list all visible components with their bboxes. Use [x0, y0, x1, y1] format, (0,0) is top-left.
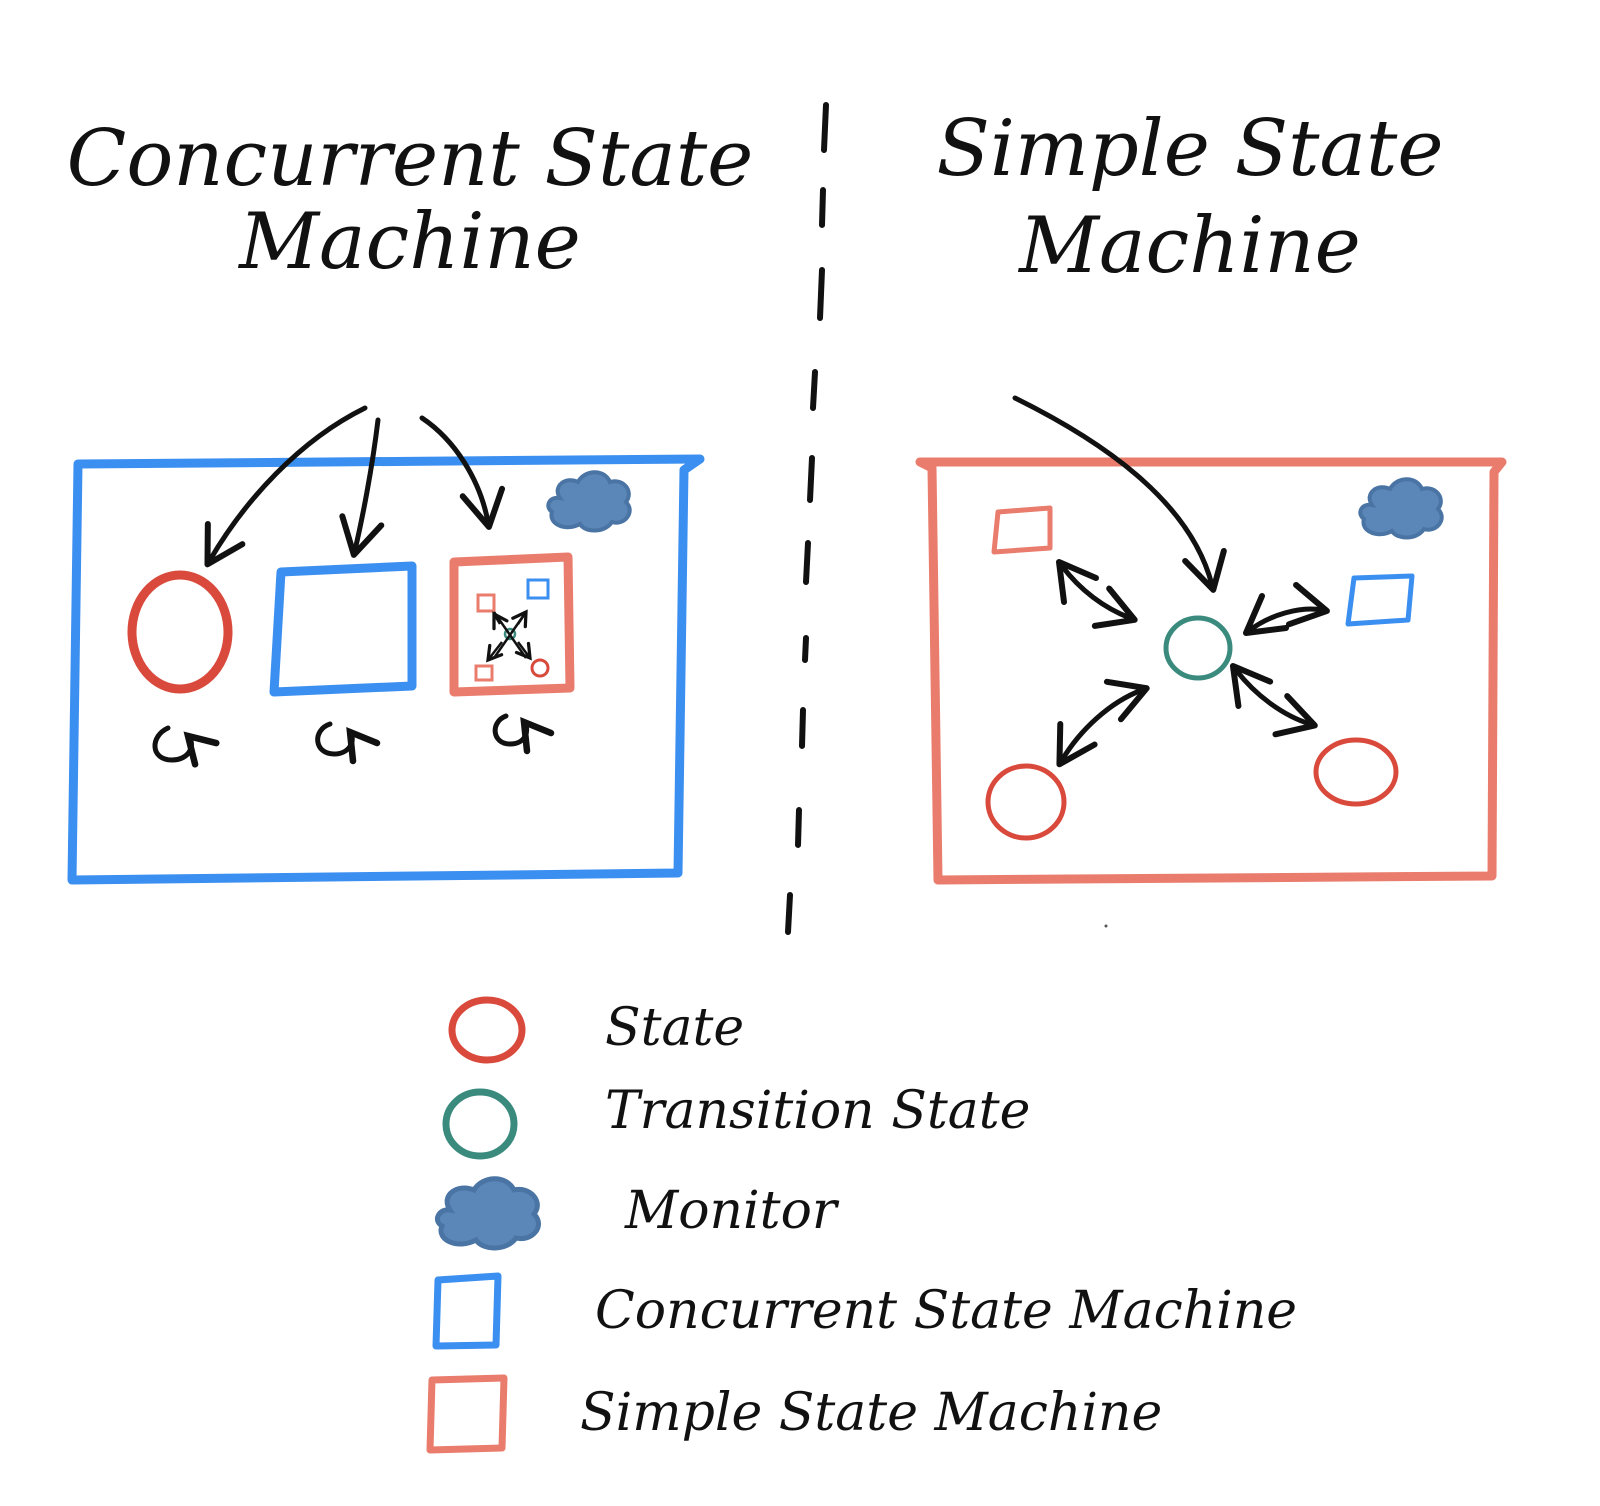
left-title-line1: Concurrent State	[67, 114, 754, 204]
ink-dot	[1104, 924, 1108, 928]
concurrent-machine-frame	[67, 454, 705, 885]
concurrent-entry-arrow-2	[339, 417, 385, 558]
simple-entry-arrow	[1012, 395, 1227, 593]
legend-label-concurrent-state-machine: Concurrent State Machine	[595, 1281, 1297, 1341]
loop-icon	[152, 725, 220, 768]
simple-state-machine-panel	[915, 395, 1507, 928]
concurrent-sub-machine	[269, 561, 417, 697]
legend: State Transition State Monitor Concurren…	[426, 996, 1297, 1454]
bidirectional-transition-arrow	[1056, 678, 1150, 768]
monitor-cloud-icon	[546, 470, 632, 533]
concurrent-entry-arrow-1	[204, 405, 368, 568]
simple-machine-frame	[915, 457, 1507, 885]
dashed-divider	[785, 102, 829, 935]
concurrent-sub-machine-square	[1345, 573, 1415, 627]
state-circle	[127, 570, 233, 694]
loop-icon	[315, 721, 381, 765]
simple-state-machine-square-icon	[426, 1374, 508, 1454]
legend-label-state: State	[605, 998, 744, 1058]
legend-label-monitor: Monitor	[624, 1181, 840, 1241]
legend-label-simple-state-machine: Simple State Machine	[580, 1383, 1162, 1443]
monitor-cloud-icon	[435, 1176, 541, 1251]
concurrent-entry-arrow-3	[419, 415, 506, 530]
concurrent-state-machine-panel	[67, 405, 705, 885]
right-title-line1: Simple State	[937, 104, 1444, 194]
state-circle-icon	[448, 996, 526, 1064]
state-circle	[1313, 737, 1399, 807]
simple-sub-machine	[449, 552, 575, 697]
monitor-cloud-icon	[1358, 477, 1444, 540]
bidirectional-transition-arrow	[1229, 663, 1318, 738]
state-circle	[985, 763, 1067, 841]
left-title-line2: Machine	[237, 197, 581, 287]
loop-icon	[492, 713, 555, 755]
transition-state-circle-icon	[442, 1088, 518, 1160]
simple-sub-machine-square	[991, 505, 1053, 555]
bidirectional-transition-arrow	[1055, 559, 1138, 629]
transition-state-circle	[1163, 615, 1233, 681]
right-title-line2: Machine	[1017, 201, 1361, 291]
concurrent-state-machine-square-icon	[432, 1272, 502, 1350]
legend-label-transition-state: Transition State	[605, 1081, 1030, 1141]
bidirectional-transition-arrow	[1242, 581, 1330, 636]
